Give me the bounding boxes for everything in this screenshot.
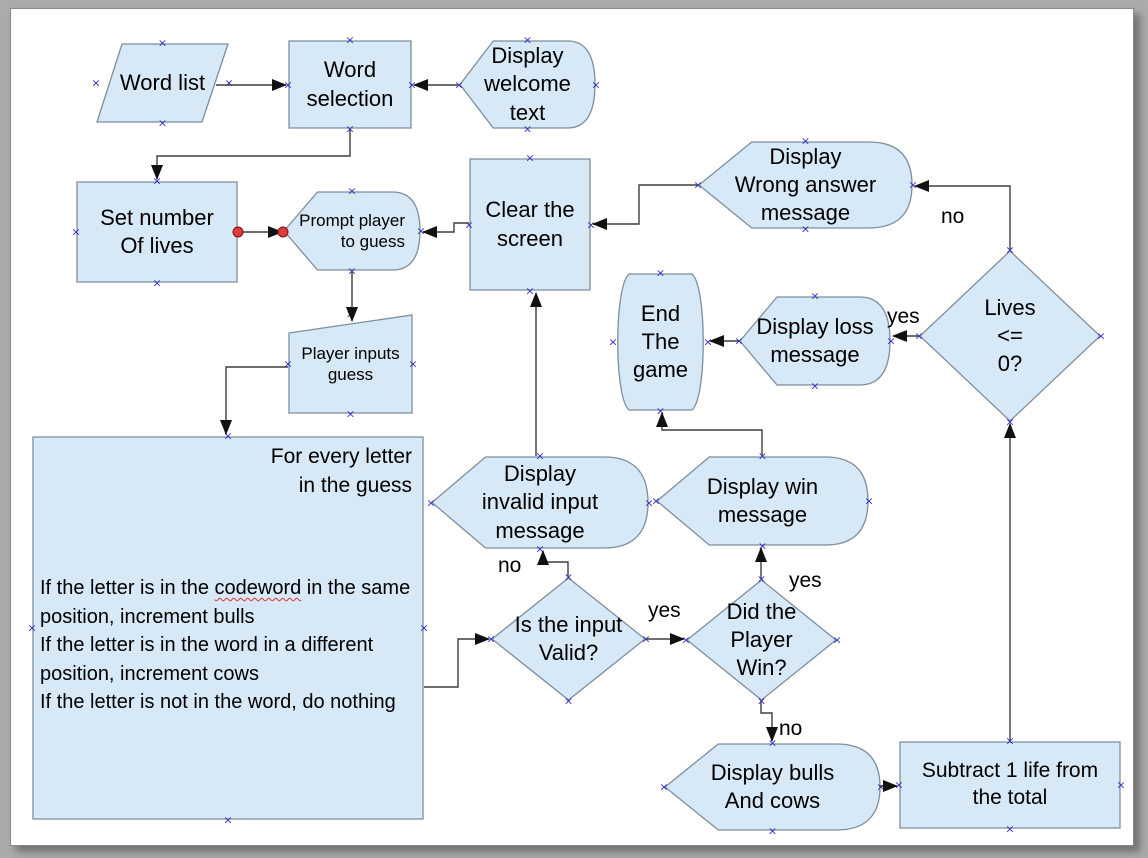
node-player-inputs-guess[interactable]: Player inputs guess ×××× (283, 309, 417, 420)
body-text-part: If the letter is in the (40, 577, 215, 599)
rect-shape-outline (32, 436, 424, 820)
connector-clear-to-prompt[interactable] (422, 222, 469, 238)
node-set-number-of-lives[interactable]: Set number Of lives ×××× (71, 176, 242, 289)
node-label: Display win message (706, 473, 819, 527)
connector-bigprocess-to-valid[interactable] (424, 633, 490, 688)
process-header-text: For every letter in the guess (270, 445, 412, 498)
rect-shape-outline (76, 181, 238, 283)
manual-shape-outline (288, 314, 413, 414)
node-label: Display Wrong answer message (734, 143, 877, 226)
connector-win-to-endgame[interactable] (656, 412, 763, 456)
node-input-valid-decision[interactable]: Is the input Valid? ×××× (486, 572, 650, 707)
edge-label-win-no: no (779, 717, 803, 740)
process-body-text: If the letter is in the codeword in the … (40, 574, 419, 717)
node-display-loss-message[interactable]: Display loss message ×××× (734, 291, 895, 392)
connector-wordselection-to-setlives[interactable] (151, 129, 351, 180)
diamond-shape-outline (685, 579, 838, 701)
node-display-wrong-answer[interactable]: Display Wrong answer message ×××× (693, 136, 917, 235)
rect-shape-outline (899, 741, 1121, 829)
node-label: Display welcome text (484, 43, 571, 125)
edge-label-win-yes: yes (789, 569, 822, 592)
display-shape-outline (697, 141, 913, 229)
display-shape-outline (663, 743, 881, 831)
node-label: Lives <= 0? (984, 294, 1036, 377)
display-shape-outline (739, 296, 891, 386)
edge-label-lives-no: no (941, 205, 965, 228)
node-display-invalid-input[interactable]: Display invalid input message ×××× (426, 451, 653, 555)
node-word-list[interactable]: Word list ×××× (91, 38, 233, 129)
node-label: Player inputs guess (301, 343, 400, 384)
rect-shape-outline (469, 158, 591, 291)
node-label: Display loss message (756, 313, 874, 367)
node-prompt-player-to-guess[interactable]: Prompt player to guess ×××× (278, 186, 425, 277)
node-label: Word selection (306, 57, 394, 111)
node-lives-decision[interactable]: Lives <= 0? ×××× (914, 245, 1105, 428)
edge-label-valid-yes: yes (648, 599, 681, 622)
node-subtract-one-life[interactable]: Subtract 1 life from the total ×××× (894, 736, 1125, 835)
barrel-shape-outline (617, 273, 704, 411)
connector-endpoint-handle[interactable] (277, 226, 289, 238)
connector-valid-no-to-invalid[interactable] (537, 550, 569, 577)
node-label: Is the input Valid? (514, 611, 623, 665)
node-display-win-message[interactable]: Display win message ×××× (651, 451, 873, 552)
node-did-player-win-decision[interactable]: Did the Player Win? ×××× (681, 574, 841, 707)
misspelled-word: codeword (214, 577, 302, 599)
node-label: Set number Of lives (100, 204, 214, 258)
node-label: Display bulls And cows (710, 759, 835, 813)
connector-endpoint-handle[interactable] (232, 226, 244, 238)
connector-didwin-no-to-bulls[interactable] (760, 701, 778, 742)
rect-shape-outline (288, 40, 412, 129)
diamond-shape-outline (490, 577, 647, 701)
node-for-every-letter-process[interactable]: For every letter in the guess If the let… (27, 431, 428, 826)
connector-wronganswer-to-clear[interactable] (592, 184, 698, 230)
node-label: Subtract 1 life from the total (921, 759, 1099, 809)
connector-playerinput-to-bigprocess[interactable] (220, 366, 288, 435)
node-label: Display invalid input message (481, 461, 599, 543)
node-display-bulls-and-cows[interactable]: Display bulls And cows ×××× (659, 738, 885, 837)
display-shape-outline (459, 40, 596, 129)
body-text-part: in the same position, increment bulls If… (40, 577, 411, 714)
drawing-canvas[interactable]: Word list ×××× Word selection ×××× Displ… (10, 8, 1134, 846)
node-label: End The game (632, 300, 689, 383)
display-shape-outline (430, 456, 649, 549)
node-label: Prompt player to guess (299, 210, 405, 251)
diamond-shape-outline (919, 250, 1101, 422)
node-clear-the-screen[interactable]: Clear the screen ×××× (464, 153, 595, 297)
node-word-selection[interactable]: Word selection ×××× (283, 35, 416, 135)
display-shape-outline (283, 191, 421, 271)
edge-label-lives-yes: yes (887, 305, 920, 328)
node-end-the-game[interactable]: End The game ×××× (608, 268, 712, 417)
display-shape-outline (655, 456, 869, 546)
node-label: Word list (119, 69, 206, 95)
node-label: Did the Player Win? (726, 598, 797, 681)
node-label: Clear the screen (485, 197, 575, 251)
edge-label-valid-no: no (498, 554, 522, 577)
node-display-welcome-text[interactable]: Display welcome text ×××× (454, 35, 600, 135)
parallelogram-shape-outline (96, 43, 229, 123)
